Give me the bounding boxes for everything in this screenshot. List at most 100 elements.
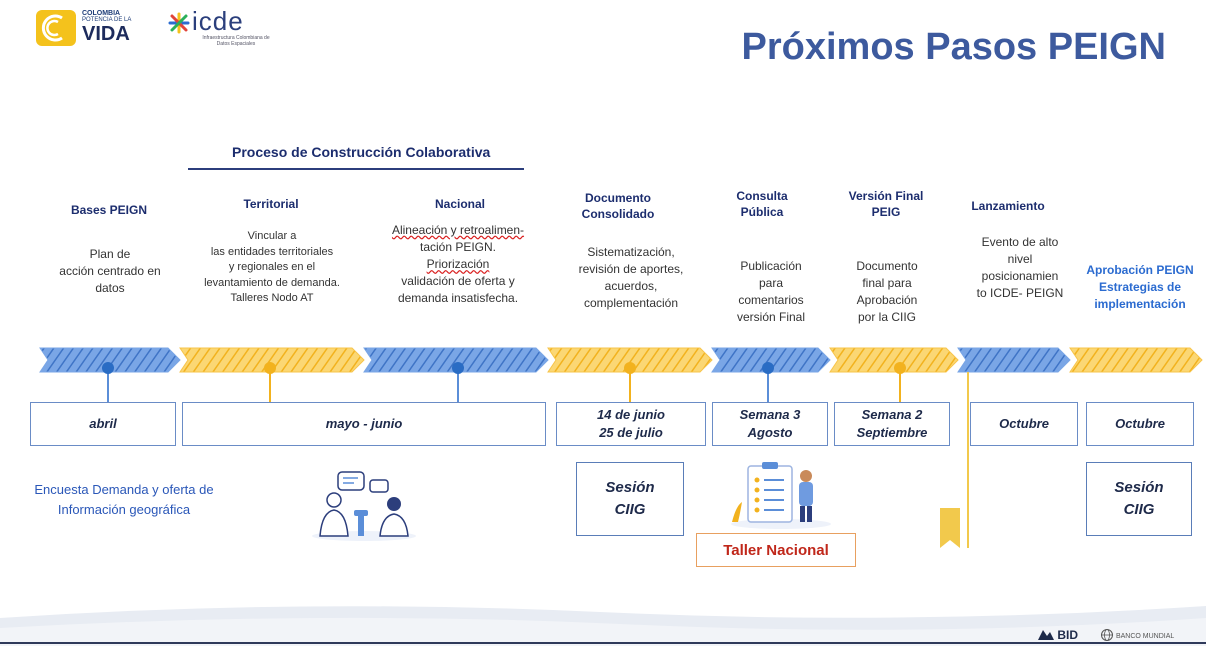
session-box-ciig-2: Sesión CIIG	[1086, 462, 1192, 536]
desc-line: complementación	[583, 296, 679, 311]
date-label: 14 de junio	[597, 407, 665, 423]
stage-header-bases: Bases PEIGN	[70, 203, 148, 217]
desc-line: tación PEIGN.	[419, 240, 497, 255]
desc-line: Publicación	[740, 259, 802, 273]
globe-icon	[1101, 629, 1113, 641]
stage-header-nacional: Nacional	[434, 197, 485, 211]
desc-line: las entidades territoriales	[210, 245, 334, 258]
stage-desc-nacional: Alineación y retroalimen- tación PEIGN. …	[368, 222, 548, 307]
process-title-underline	[188, 168, 524, 170]
desc-line: posicionamien	[981, 269, 1059, 284]
bid-logo: BID	[1038, 628, 1078, 642]
meeting-illustration-icon	[312, 471, 416, 541]
stage-header-consulta: Consulta Pública	[736, 189, 788, 220]
session-label: CIIG	[1123, 501, 1155, 518]
colombia-logo-icon	[36, 10, 76, 46]
date-box-consulta: Semana 3 Agosto	[712, 402, 828, 446]
icde-logo-subtitle: Infraestructura Colombiana de Datos Espa…	[202, 35, 270, 47]
stage-header-version-final: Versión Final PEIG	[848, 189, 924, 220]
bid-mark-icon	[1038, 630, 1054, 640]
desc-line: Alineación y retroalimen-	[391, 223, 525, 237]
desc-line: Evento de alto	[981, 235, 1059, 249]
launch-marker-line	[967, 372, 969, 548]
timeline-arrow-territorial	[179, 347, 365, 373]
desc-line: comentarios	[738, 293, 804, 308]
desc-line: Priorización	[426, 257, 490, 272]
date-label: Agosto	[747, 425, 793, 440]
icde-logo-name: icde	[192, 6, 244, 36]
icde-logo: icde Infraestructura Colombiana de Datos…	[168, 6, 288, 50]
date-label: Semana 3	[739, 407, 801, 423]
date-box-aprobacion: Octubre	[1086, 402, 1194, 446]
icde-star-icon	[168, 12, 190, 34]
colombia-logo-line2: POTENCIA DE LA	[82, 17, 132, 23]
banco-mundial-label: BANCO MUNDIAL	[1115, 633, 1175, 640]
timeline-arrow-documento	[547, 347, 713, 373]
date-label: Septiembre	[856, 425, 928, 440]
desc-line: por la CIIG	[857, 310, 917, 325]
taller-nacional-label: Taller Nacional	[696, 533, 856, 567]
timeline-connectors	[102, 362, 906, 402]
timeline-arrow-lanzamiento	[957, 347, 1071, 373]
date-label: abril	[89, 416, 117, 432]
session-label: CIIG	[614, 501, 646, 518]
desc-line: para	[758, 276, 784, 291]
desc-line: final para	[862, 276, 912, 291]
desc-line: levantamiento de demanda.	[204, 276, 340, 289]
process-title: Proceso de Construcción Colaborativa	[232, 144, 491, 160]
date-label: Octubre	[1115, 416, 1165, 432]
stage-desc-version-final: Documento final para Aprobación por la C…	[832, 258, 942, 326]
desc-line: Documento	[856, 259, 918, 273]
bookmark-icon	[940, 508, 960, 548]
colombia-logo-line1: COLOMBIA	[82, 10, 121, 17]
timeline-arrow-version-final	[829, 347, 959, 373]
stage-header-documento: Documento Consolidado	[581, 191, 655, 222]
date-box-version-final: Semana 2 Septiembre	[834, 402, 950, 446]
date-box-bases: abril	[30, 402, 176, 446]
desc-line: Plan de	[89, 247, 131, 261]
stage-desc-territorial: Vincular a las entidades territoriales y…	[184, 229, 360, 307]
desc-line: y regionales en el	[228, 261, 316, 274]
timeline-arrow-aprobacion	[1069, 347, 1203, 373]
page-title: Próximos Pasos PEIGN	[741, 26, 1167, 68]
desc-line: Talleres Nodo AT	[230, 292, 314, 305]
timeline-arrow-nacional	[363, 347, 549, 373]
date-box-documento: 14 de junio 25 de julio	[556, 402, 706, 446]
desc-line: Aprobación	[856, 293, 918, 308]
stage-header-aprobacion: Aprobación PEIGN Estrategias de implemen…	[1086, 263, 1194, 311]
desc-line: demanda insatisfecha.	[397, 291, 519, 306]
timeline-arrow-consulta	[711, 347, 831, 373]
date-label: Semana 2	[861, 407, 923, 423]
stage-header-territorial: Territorial	[243, 197, 299, 211]
stage-desc-documento: Sistematización, revisión de aportes, ac…	[556, 244, 706, 312]
desc-line: revisión de aportes,	[578, 262, 684, 277]
date-box-territorial-nacional: mayo - junio	[182, 402, 546, 446]
stage-desc-lanzamiento: Evento de alto nivel posicionamien to IC…	[958, 234, 1082, 302]
desc-line: versión Final	[736, 310, 806, 325]
footer-line	[0, 642, 1206, 644]
timeline-arrow-bases	[39, 347, 181, 373]
date-box-lanzamiento: Octubre	[970, 402, 1078, 446]
date-label: Octubre	[999, 416, 1049, 432]
footer-wave-band	[0, 606, 1206, 646]
bid-label: BID	[1057, 628, 1079, 642]
desc-line: datos	[95, 281, 125, 296]
desc-line: Sistematización,	[587, 245, 675, 259]
desc-line: acción centrado en	[59, 264, 161, 279]
encuesta-label: Encuesta Demanda y oferta de Información…	[34, 482, 214, 517]
colombia-logo-line3: VIDA	[82, 23, 130, 45]
banco-mundial-logo: BANCO MUNDIAL	[1100, 629, 1174, 641]
desc-line: to ICDE- PEIGN	[976, 286, 1064, 301]
date-label: mayo - junio	[325, 416, 403, 432]
colombia-potencia-logo: COLOMBIA POTENCIA DE LA VIDA	[36, 6, 156, 50]
timeline	[39, 347, 1203, 402]
session-label: Sesión	[605, 478, 655, 496]
stage-desc-bases: Plan de acción centrado en datos	[40, 246, 180, 297]
desc-line: validación de oferta y	[401, 274, 515, 289]
desc-line: acuerdos,	[604, 279, 658, 294]
checklist-illustration-icon	[731, 462, 831, 529]
date-label: 25 de julio	[599, 425, 663, 440]
desc-line: nivel	[1007, 252, 1033, 267]
stage-desc-consulta: Publicación para comentarios versión Fin…	[716, 258, 826, 326]
session-box-ciig-1: Sesión CIIG	[576, 462, 684, 536]
